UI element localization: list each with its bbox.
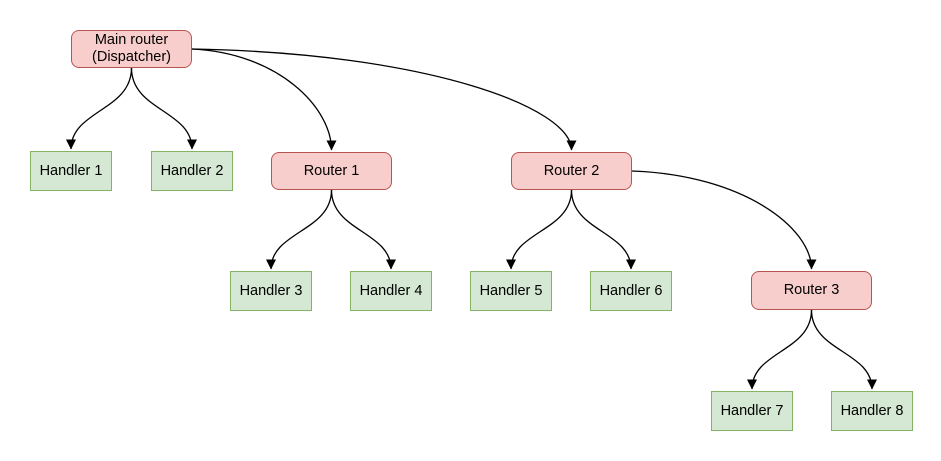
handler-8: Handler 8 (831, 391, 913, 431)
handler-5: Handler 5 (470, 271, 552, 311)
edge-main-router-to-router-2 (191, 48, 577, 151)
node-label: Handler 4 (359, 282, 423, 299)
node-label: Router 1 (303, 162, 360, 179)
node-label: Handler 5 (479, 282, 543, 299)
edge-router-2-to-router-3 (631, 170, 817, 270)
edge-router-1-to-handler-4 (330, 189, 396, 270)
node-label: Handler 7 (720, 402, 784, 419)
handler-2: Handler 2 (151, 151, 233, 191)
edge-router-1-to-handler-3 (266, 189, 333, 270)
handler-3: Handler 3 (230, 271, 312, 311)
node-label: Main router (94, 32, 169, 48)
handler-7: Handler 7 (711, 391, 793, 431)
edge-router-3-to-handler-7 (747, 309, 813, 390)
edge-main-router-to-handler-2 (130, 67, 197, 150)
node-label: Handler 3 (239, 282, 303, 299)
node-label: Handler 6 (599, 282, 663, 299)
handler-1: Handler 1 (30, 151, 112, 191)
edge-main-router-to-handler-1 (66, 67, 133, 150)
router-3: Router 3 (751, 271, 872, 310)
edge-router-3-to-handler-8 (810, 309, 877, 390)
node-label: Handler 8 (840, 402, 904, 419)
edge-router-2-to-handler-5 (506, 189, 573, 270)
node-label: (Dispatcher) (92, 49, 171, 65)
node-label: Router 3 (783, 282, 840, 298)
handler-4: Handler 4 (350, 271, 432, 311)
edge-main-router-to-router-1 (191, 48, 337, 151)
node-label: Router 2 (543, 162, 600, 179)
handler-6: Handler 6 (590, 271, 672, 311)
node-label: Handler 1 (39, 162, 103, 179)
edge-router-2-to-handler-6 (570, 189, 636, 270)
main-router: Main router(Dispatcher) (71, 30, 192, 68)
router-2: Router 2 (511, 152, 632, 190)
node-label: Handler 2 (160, 162, 224, 179)
router-1: Router 1 (271, 152, 392, 190)
